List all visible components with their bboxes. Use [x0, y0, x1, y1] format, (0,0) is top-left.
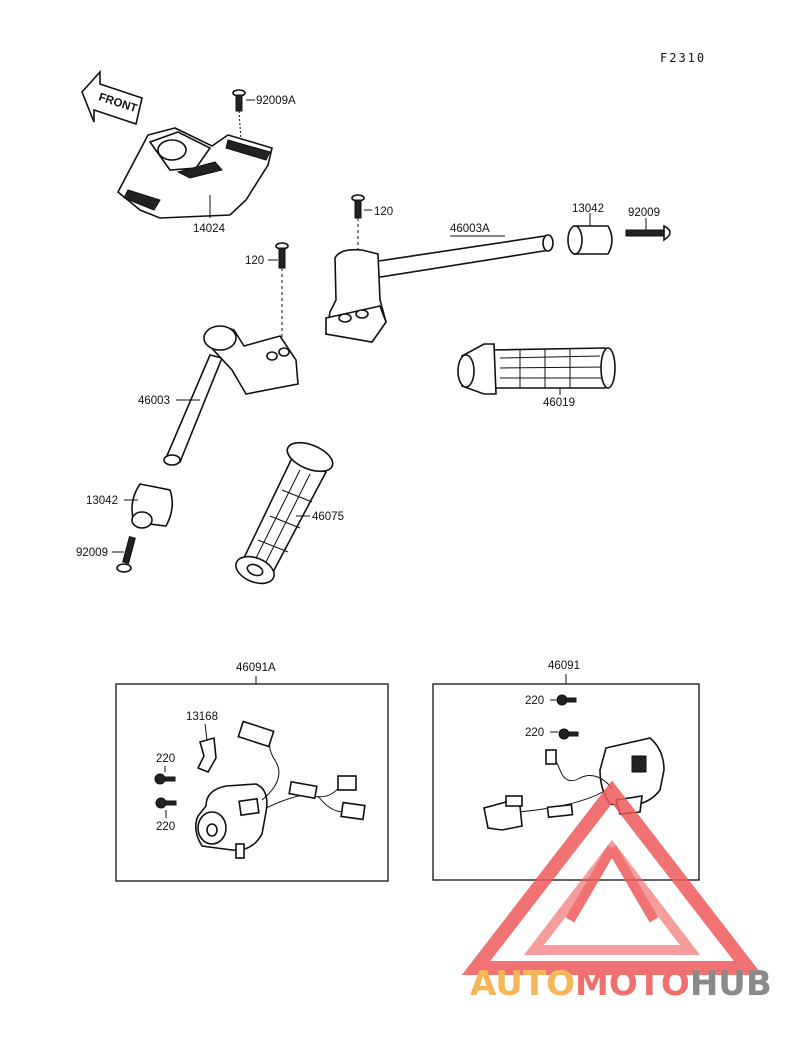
part-220-b-left: 220 [156, 821, 175, 833]
assembly-46091a-box [115, 683, 389, 882]
screw-220-a-icon [154, 773, 176, 785]
assembly-46091-title: 46091 [548, 660, 580, 672]
bar-end-13042-top-icon [567, 225, 613, 255]
grip-46019-icon [457, 343, 616, 395]
callout-46003a: 46003A [450, 223, 490, 235]
screw-92009-left-icon [116, 536, 136, 573]
watermark-text-moto: MOTO [575, 964, 690, 1004]
connector-left-c-icon [340, 801, 366, 821]
watermark-text-auto: AUTO [470, 964, 575, 1004]
figure-code: F2310 [660, 51, 706, 65]
callout-92009a: 92009A [256, 95, 296, 107]
switch-housing-left-icon [194, 783, 268, 859]
cover-14024-icon [116, 127, 273, 219]
callout-46003: 46003 [138, 395, 170, 407]
screw-220-right-b-icon [558, 728, 579, 740]
handlebar-46003-icon [163, 325, 299, 466]
callout-92009-left: 92009 [76, 547, 108, 559]
part-220-a-left: 220 [156, 753, 175, 765]
bolt-120-left-icon [275, 242, 289, 346]
watermark-text-hub: HUB [690, 964, 772, 1004]
handlebar-46003a-icon [325, 234, 554, 343]
assembly-46091a-title: 46091A [236, 662, 276, 674]
grip-46075-icon [235, 441, 334, 585]
watermark-logo [461, 780, 763, 975]
screw-220-right-a-icon [556, 694, 577, 706]
callout-120-left: 120 [245, 255, 264, 267]
connector-left-a-icon [237, 720, 275, 748]
front-arrow-icon: FRONT [81, 69, 143, 126]
connector-left-b-icon [337, 775, 357, 791]
switch-assembly-46091a: 46091A 13168 220 220 [115, 662, 389, 882]
callout-46019: 46019 [543, 397, 575, 409]
callout-120-top: 120 [374, 206, 393, 218]
callout-13042-left: 13042 [86, 495, 118, 507]
callout-14024: 14024 [193, 223, 226, 235]
part-220-a-right: 220 [525, 695, 544, 707]
clip-13168-icon [196, 736, 217, 774]
screw-92009-top-icon [625, 224, 671, 242]
watermark-text: AUTOMOTOHUB [470, 964, 772, 1004]
switch-assembly-46091: 46091 220 220 [432, 660, 700, 881]
screw-220-b-icon [155, 797, 177, 809]
part-13168: 13168 [186, 711, 218, 723]
bar-end-13042-left-icon [131, 483, 174, 529]
callout-13042-top: 13042 [572, 203, 604, 215]
assembly-46091-box [432, 683, 700, 881]
callout-46075: 46075 [312, 511, 344, 523]
part-220-b-right: 220 [525, 727, 544, 739]
callout-92009-top: 92009 [628, 207, 660, 219]
